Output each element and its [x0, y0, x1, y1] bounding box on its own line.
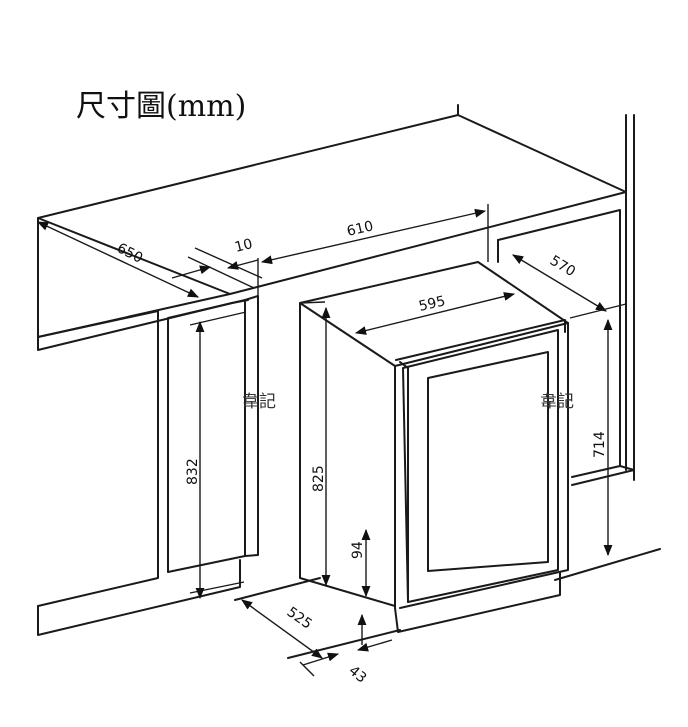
dim-label-832: 832 [185, 458, 201, 485]
dim-label-94: 94 [350, 541, 366, 559]
dim-label-525: 525 [284, 604, 315, 632]
wine-cooler [299, 261, 569, 633]
dim-label-595: 595 [417, 293, 447, 315]
watermark-left: 韋記 [242, 392, 276, 412]
dim-label-825: 825 [311, 465, 327, 492]
dimension-lines [36, 204, 627, 677]
page-title: 尺寸圖(mm) [76, 89, 246, 124]
dim-label-714: 714 [592, 431, 608, 458]
dim-label-610: 610 [345, 218, 375, 240]
right-cabinet [497, 114, 635, 486]
dim-label-650: 650 [114, 240, 145, 266]
left-cabinet [37, 295, 259, 636]
dim-label-570: 570 [547, 253, 578, 280]
watermark-right: 韋記 [540, 392, 574, 412]
dim-label-43: 43 [345, 663, 369, 687]
countertop [37, 104, 627, 351]
dim-label-10: 10 [233, 236, 254, 256]
